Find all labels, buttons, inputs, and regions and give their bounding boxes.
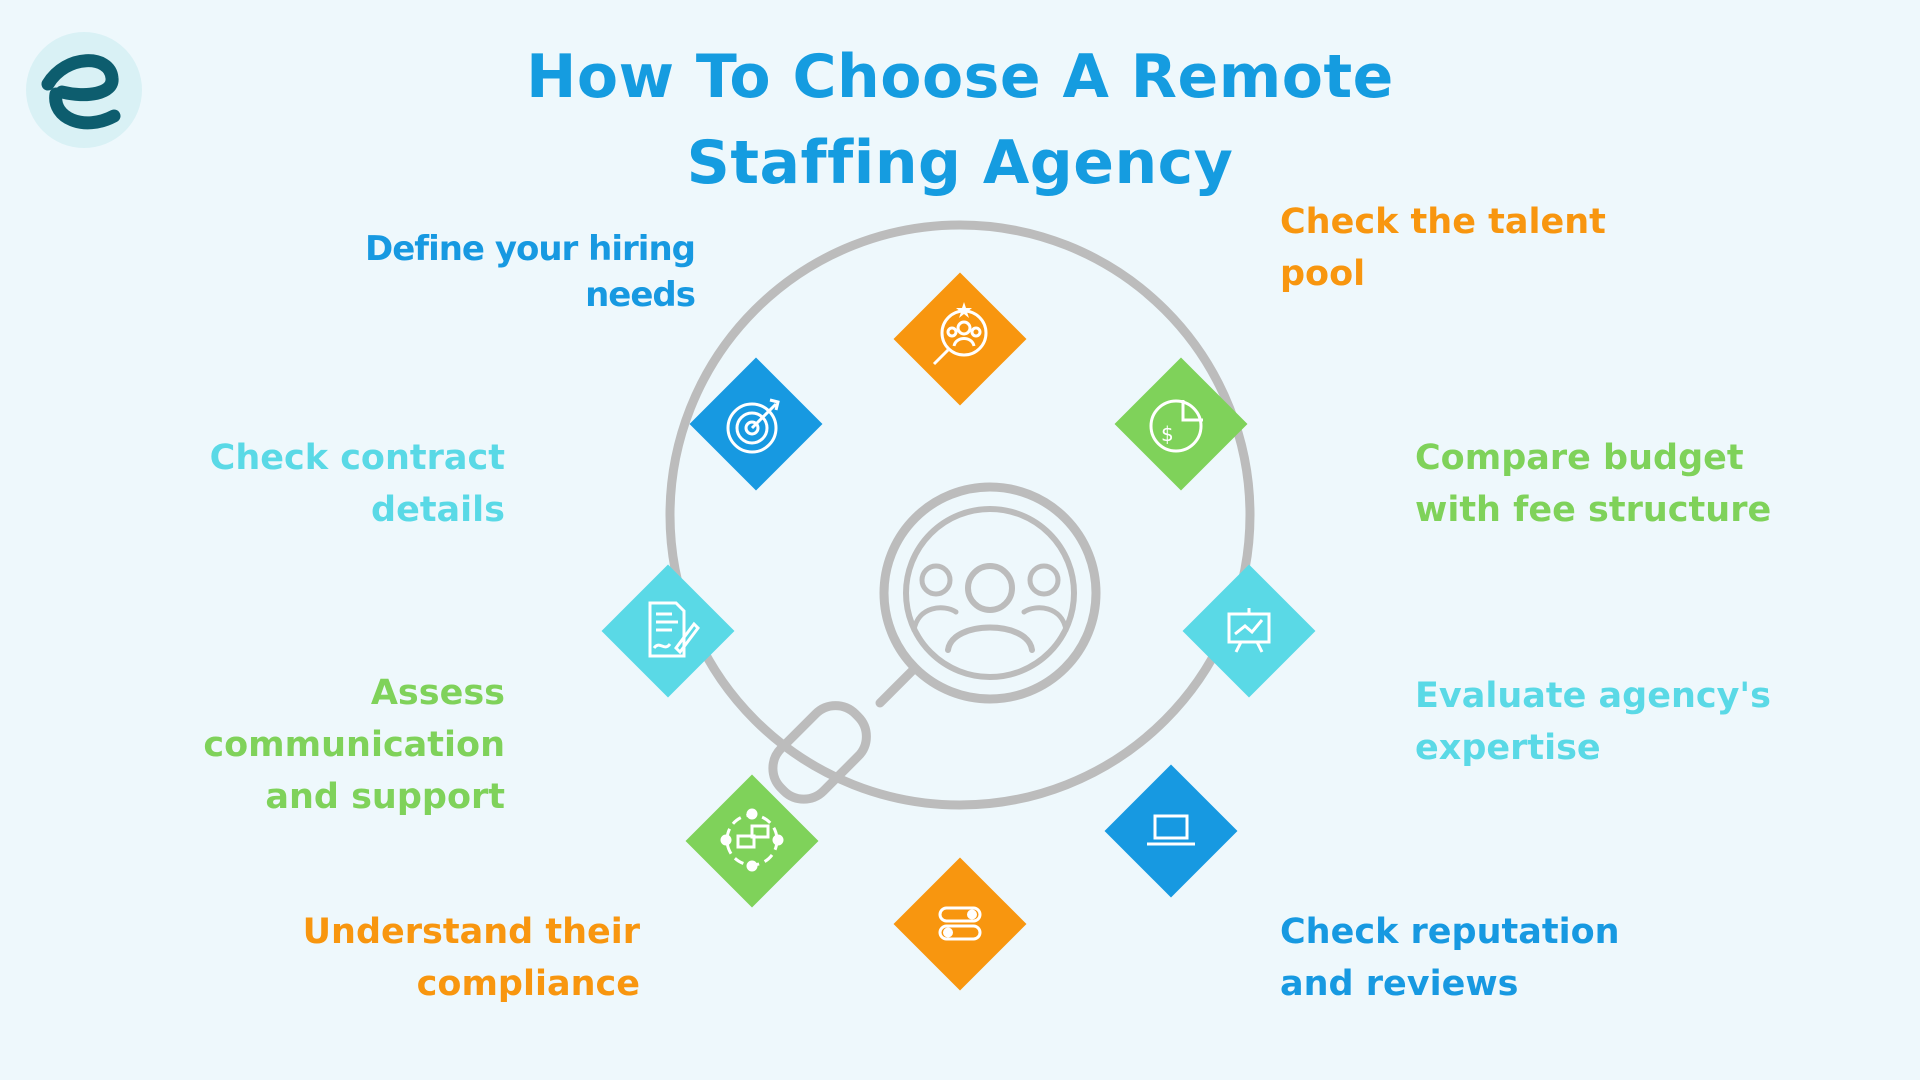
presentation-board-icon — [1227, 608, 1271, 653]
step-label-line: pool — [1280, 254, 1366, 294]
step-label-line: Define your hiring — [365, 229, 696, 269]
step-label-line: needs — [585, 275, 696, 315]
step-label-line: Understand their — [302, 912, 640, 952]
step-marker-compare-budget: $ — [1114, 357, 1248, 491]
step-label-check-contract: Check contract details — [170, 432, 505, 536]
step-label-line: Check contract — [209, 438, 505, 478]
step-label-line: Assess — [370, 673, 505, 713]
step-label-compare-budget: Compare budget with fee structure — [1415, 432, 1771, 536]
step-marker-evaluate-expertise — [1182, 564, 1316, 698]
talent-search-icon — [932, 302, 988, 366]
step-marker-define-hiring-needs — [689, 357, 823, 491]
budget-chart-icon: $ — [1149, 399, 1203, 453]
step-label-line: communication — [203, 725, 505, 765]
step-label-line: with fee structure — [1415, 490, 1772, 530]
step-marker-check-talent-pool — [893, 272, 1027, 406]
step-label-line: Check the talent — [1280, 202, 1606, 242]
step-label-assess-communication: Assess communication and support — [170, 667, 505, 823]
contract-sign-icon — [648, 601, 700, 658]
magnifier-people-icon — [768, 482, 1101, 804]
step-label-line: expertise — [1415, 728, 1601, 768]
step-label-understand-compliance: Understand their compliance — [240, 906, 640, 1010]
step-label-line: details — [371, 490, 505, 530]
step-marker-check-reputation — [1104, 764, 1238, 898]
toggle-switch-icon — [938, 906, 982, 941]
step-label-check-talent-pool: Check the talent pool — [1280, 196, 1606, 300]
step-label-evaluate-expertise: Evaluate agency's expertise — [1415, 670, 1771, 774]
step-marker-check-contract — [601, 564, 735, 698]
step-label-line: Compare budget — [1415, 438, 1744, 478]
brand-logo — [26, 32, 142, 148]
title-line-2: Staffing Agency — [686, 128, 1234, 198]
step-label-line: and reviews — [1280, 964, 1519, 1004]
step-label-line: compliance — [416, 964, 640, 1004]
laptop-icon — [1147, 814, 1195, 846]
svg-text:$: $ — [1161, 422, 1174, 446]
e-logo-icon — [41, 54, 121, 130]
step-label-define-hiring-needs: Define your hiring needs — [340, 226, 696, 318]
step-label-line: and support — [265, 777, 505, 817]
target-icon — [726, 398, 780, 454]
step-label-check-reputation: Check reputation and reviews — [1280, 906, 1620, 1010]
step-label-line: Check reputation — [1280, 912, 1620, 952]
page-title: How To Choose A Remote Staffing Agency — [460, 34, 1460, 206]
step-label-line: Evaluate agency's — [1415, 676, 1771, 716]
step-marker-understand-compliance — [893, 857, 1027, 991]
title-line-1: How To Choose A Remote — [526, 42, 1394, 112]
step-marker-assess-communication — [685, 774, 819, 908]
team-chat-icon — [720, 808, 784, 872]
process-ring — [665, 220, 1255, 810]
